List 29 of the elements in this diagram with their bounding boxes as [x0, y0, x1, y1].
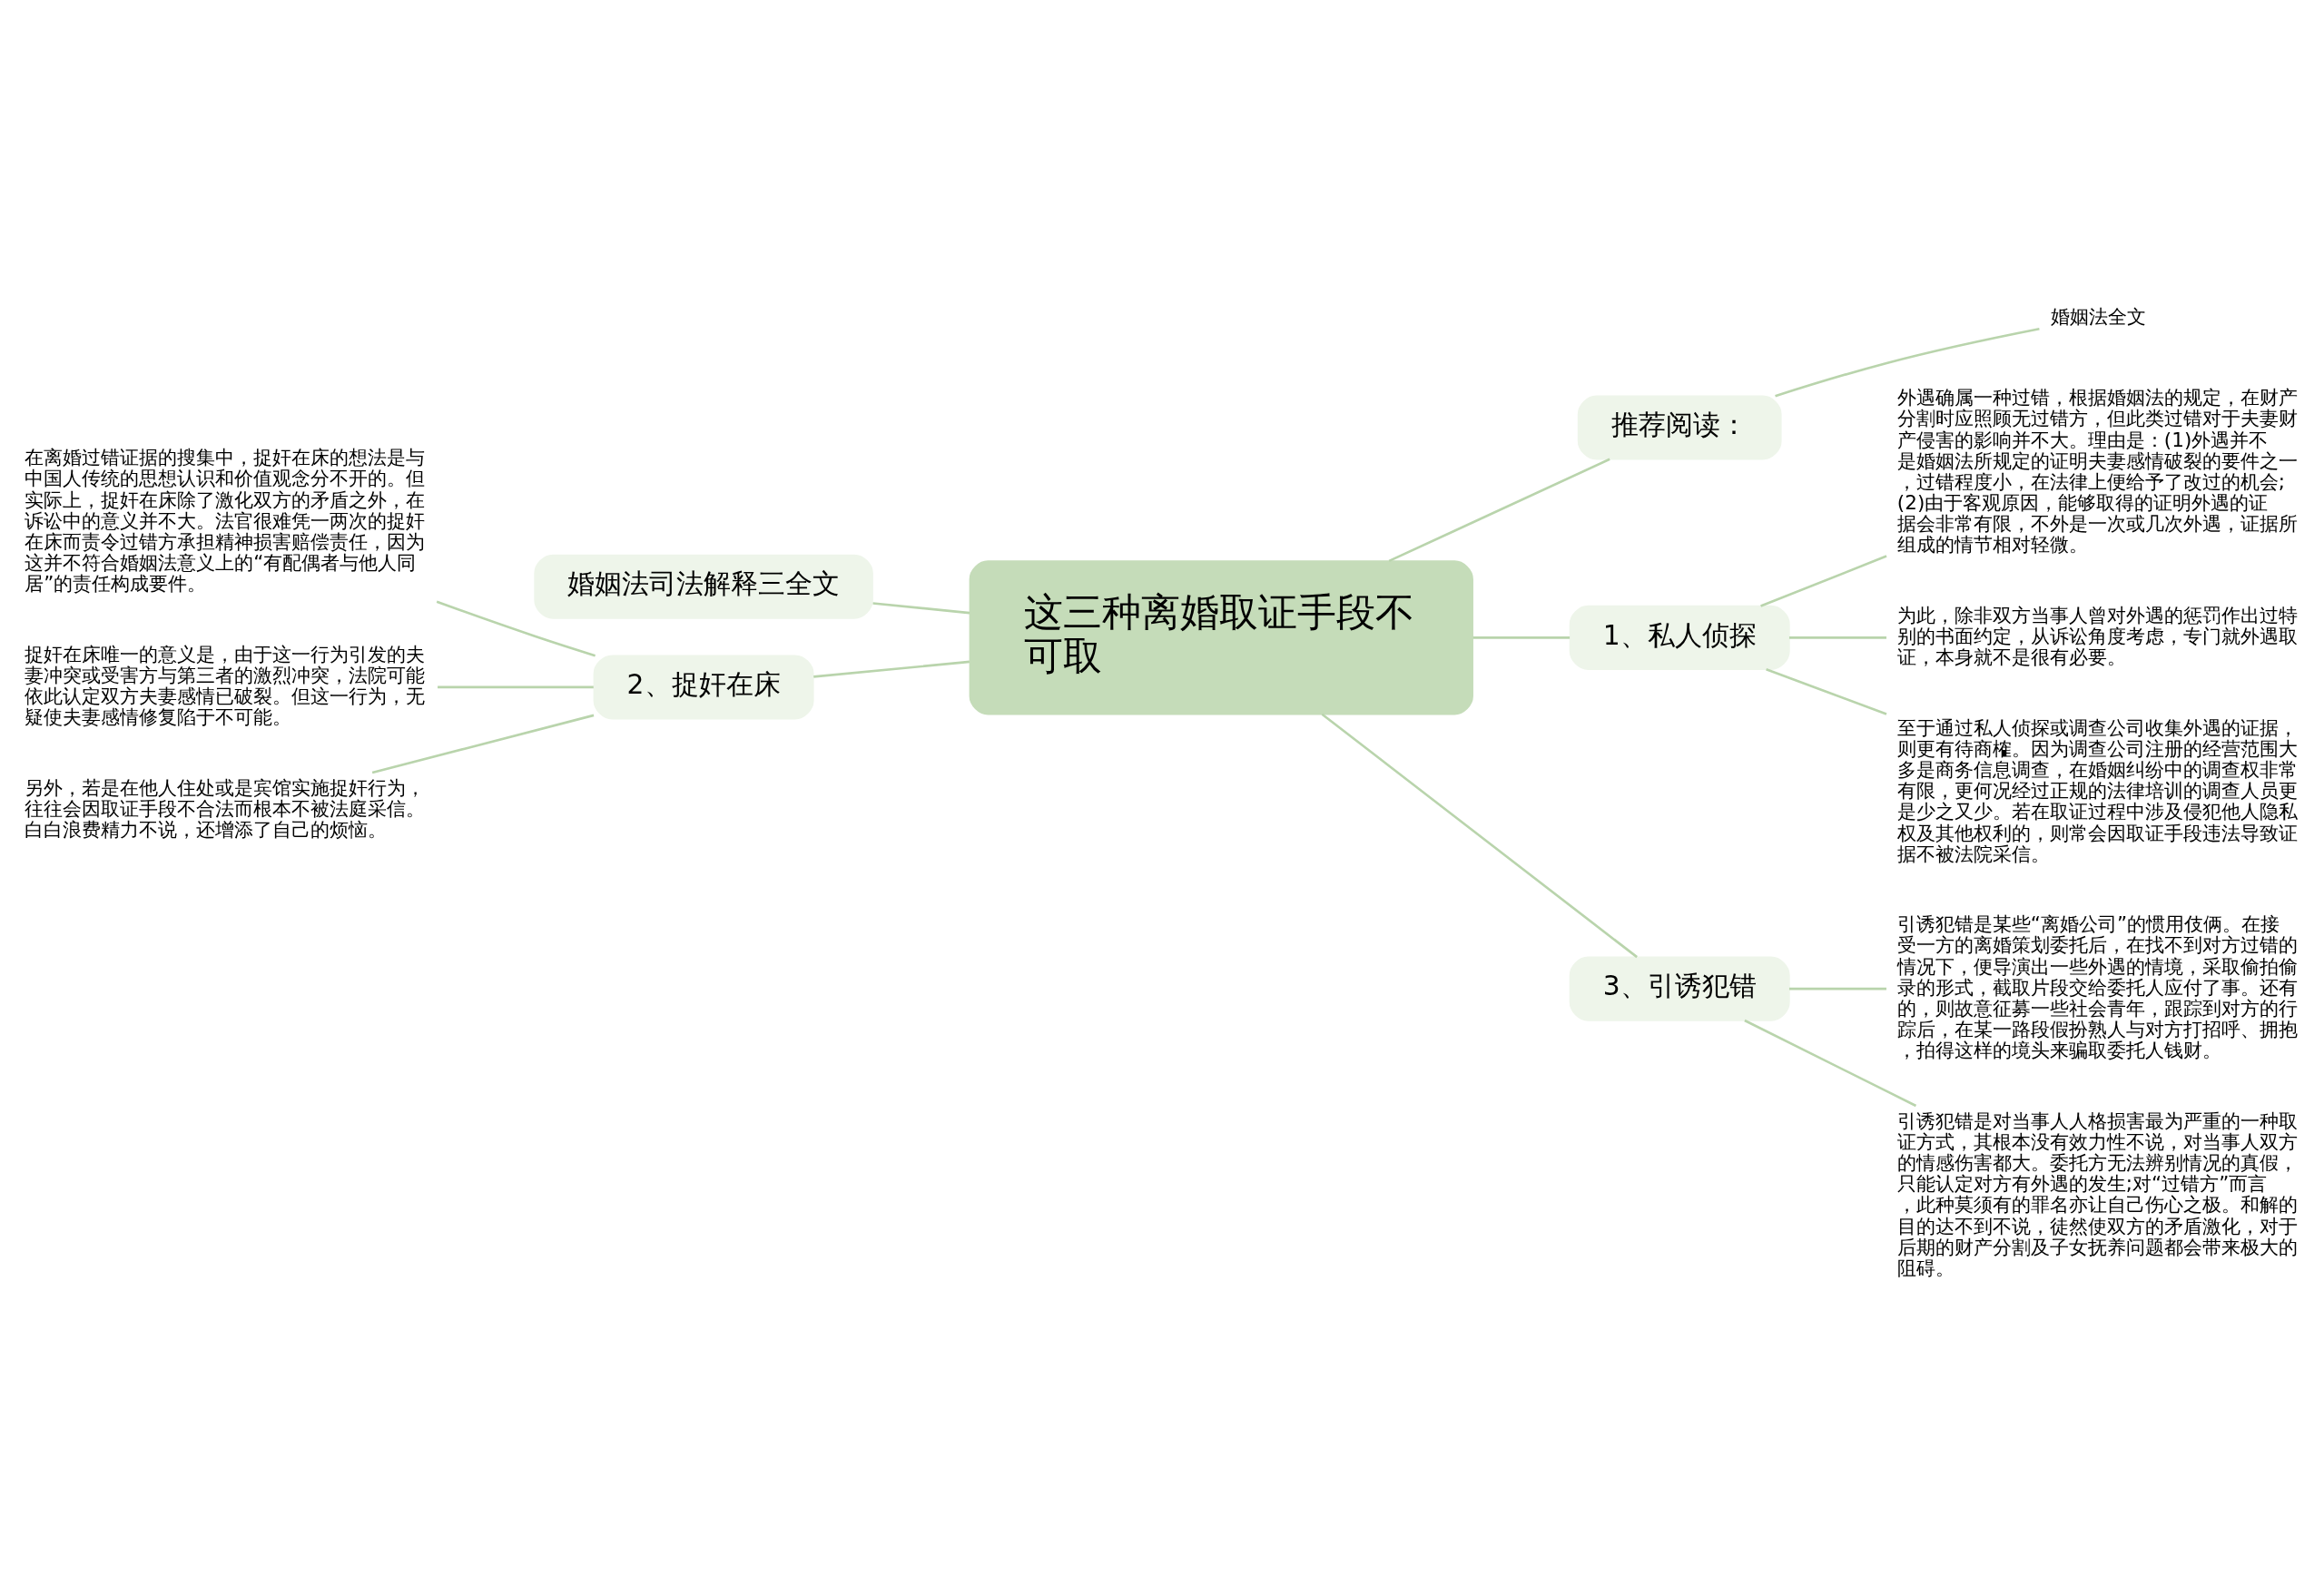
connector: [872, 602, 970, 615]
node-text: 外遇确属一种过错，根据婚姻法的规定，在财产分割时应照顾无过错方，但此类过错对于夫妻财产侵害的影响并不大。理由是：(1)外遇并不是婚姻法所规定的证明夫妻感情破裂的要件之一，过错程度小，在法律上便给予了改过的机会;(2)由于客观原因，能够取得的证明外遇的证据会非常有限，不外是一次或几次外遇，证据所组成的情节相对轻微。: [1896, 386, 2298, 557]
node-text: 在离婚过错证据的搜集中，捉奸在床的想法是与中国人传统的思想认识和价值观念分不开的。但实际上，捉奸在床除了激化双方的矛盾之外，在诉讼中的意义并不大。法官很难凭一两次的捉奸在床而责令过错方承担精神损害赔偿责任，因为这并不符合婚姻法意义上的“有配偶者与他人同居”的责任构成要件。: [25, 446, 426, 596]
connector: [1472, 636, 1571, 639]
node-box: 婚姻法司法解释三全文: [534, 554, 873, 619]
connector: [1788, 987, 1886, 991]
connector: [1388, 458, 1610, 563]
connector: [436, 600, 596, 657]
connector: [1760, 555, 1887, 607]
connector: [438, 685, 594, 689]
node-text: 为此，除非双方当事人曾对外遇的惩罚作出过特别的书面约定，从诉讼角度考虑，专门就外遇取证，本身就不是很有必要。: [1896, 603, 2298, 669]
node-box: 3、引诱犯错: [1569, 956, 1790, 1021]
node-box: 推荐阅读：: [1577, 395, 1782, 460]
connector: [1766, 668, 1887, 715]
connector: [371, 714, 595, 774]
node-box: 这三种离婚取证手段不可取: [969, 560, 1473, 715]
node-text: 引诱犯错是某些“离婚公司”的惯用伎俩。在接受一方的离婚策划委托后，在找不到对方过错的情况下，便导演出一些外遇的情境，采取偷拍偷录的形式，截取片段交给委托人应付了事。还有的，则故意征募一些社会青年，跟踪到对方的行踪后，在某一路段假扮熟人与对方打招呼、拥抱，拍得这样的境头来骗取委托人钱财。: [1896, 912, 2298, 1062]
node-text: 至于通过私人侦探或调查公司收集外遇的证据，则更有待商榷。因为调查公司注册的经营范围大多是商务信息调查，在婚姻纠纷中的调查权非常有限，更何况经过正规的法律培训的调查人员更是少之又少。若在取证过程中涉及侵犯他人隐私权及其他权利的，则常会因取证手段违法导致证据不被法院采信。: [1896, 715, 2298, 865]
node-text: 另外，若是在他人住处或是宾馆实施捉奸行为，往往会因取证手段不合法而根本不被法庭采信。白白浪费精力不说，还增添了自己的烦恼。: [25, 775, 426, 842]
node-text: 引诱犯错是对当事人人格损害最为严重的一种取证方式，其根本没有效力性不说，对当事人双方的情感伤害都大。委托方无法辨别情况的真假，只能认定对方有外遇的发生;对“过错方”而言，此种莫须有的罪名亦让自己伤心之极。和解的目的达不到不说，徒然使双方的矛盾激化，对于后期的财产分割及子女抚养问题都会带来极大的阻碍。: [1896, 1109, 2298, 1279]
connector: [813, 660, 970, 678]
node-box: 1、私人侦探: [1569, 605, 1790, 670]
node-text: 婚姻法全文: [2050, 304, 2146, 328]
node-box: 2、捉奸在床: [593, 655, 814, 720]
connector: [1321, 713, 1638, 959]
connector: [1744, 1019, 1917, 1108]
connector: [1775, 327, 2040, 398]
node-text: 捉奸在床唯一的意义是，由于这一行为引发的夫妻冲突或受害方与第三者的激烈冲突，法院可能依此认定双方夫妻感情已破裂。但这一行为，无疑使夫妻感情修复陷于不可能。: [25, 642, 426, 729]
connector: [1788, 636, 1886, 639]
